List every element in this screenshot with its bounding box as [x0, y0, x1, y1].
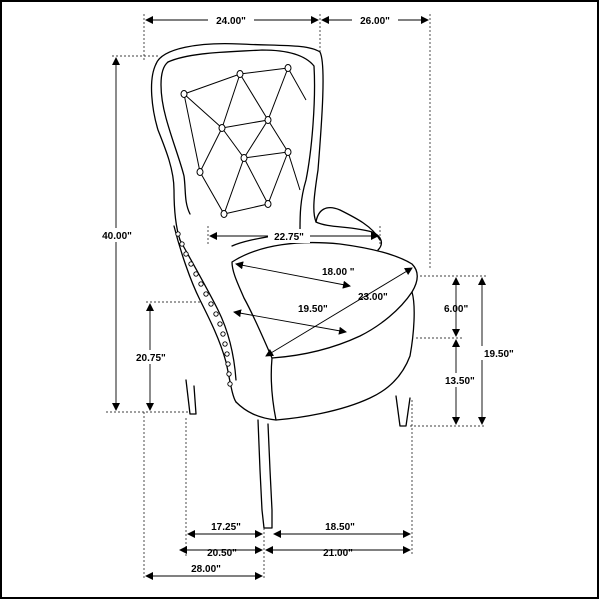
chair-back-left-leg [185, 379, 197, 415]
chair-left-side-inner [179, 239, 237, 381]
label-arm-height: 20.75" [136, 353, 166, 364]
label-seat-height: 19.50" [484, 349, 514, 360]
label-arm-inner-width: 22.75" [274, 232, 304, 243]
label-seat-cushion-thickness: 6.00" [444, 304, 468, 315]
tufting-pattern [183, 67, 307, 216]
chair-front-left-leg [257, 419, 273, 529]
chair-left-side [173, 225, 237, 403]
chair-seat-front [270, 291, 415, 421]
label-base-front: 20.50" [207, 548, 237, 559]
chair-back-wing-left [150, 63, 181, 241]
chair-right-arm [315, 207, 381, 241]
label-leg-span-side: 18.50" [325, 522, 355, 533]
label-seat-depth-diag: 18.00 " [322, 267, 355, 278]
chair-front-right-leg [395, 395, 411, 427]
label-base-side: 21.00" [323, 548, 353, 559]
label-base-diag: 28.00" [191, 564, 221, 575]
dimension-labels: 24.00" 26.00" 40.00" 22.75" 18.00 " 23.0… [100, 13, 514, 575]
label-overall-depth: 26.00" [360, 16, 390, 27]
chair-back-front-face [167, 49, 316, 247]
label-overall-width: 24.00" [216, 16, 246, 27]
label-seat-width-front: 23.00" [358, 292, 388, 303]
chair-back-inner-left [160, 61, 191, 215]
tufting-buttons [180, 64, 292, 218]
label-overall-height: 40.00" [102, 231, 132, 242]
nailhead-trim [175, 231, 233, 387]
label-leg-span-front: 17.25" [211, 522, 241, 533]
label-seat-depth-side: 19.50" [298, 304, 328, 315]
dimension-guides [106, 14, 486, 578]
chair-seat-top [231, 241, 418, 359]
chair-seat-left-front [235, 401, 277, 421]
chair-illustration [150, 42, 418, 529]
label-leg-height: 13.50" [445, 376, 475, 387]
chair-back-outline [155, 42, 383, 251]
dimension-lines [112, 16, 486, 580]
